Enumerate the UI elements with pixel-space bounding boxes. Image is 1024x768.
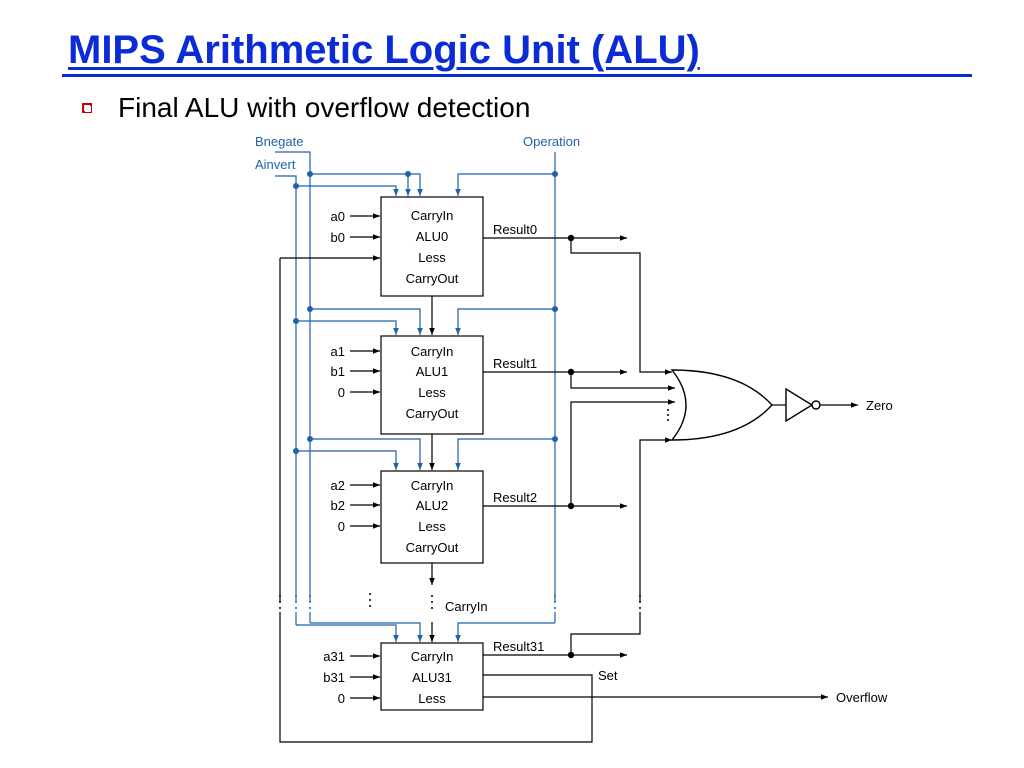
less-label: Less (418, 250, 446, 265)
carryin-label: CarryIn (411, 649, 454, 664)
result-label: Result2 (493, 490, 537, 505)
alu-name: ALU2 (416, 498, 449, 513)
input-a-label: a31 (323, 649, 345, 664)
carryin-label: CarryIn (411, 344, 454, 359)
input-b-label: b1 (331, 364, 345, 379)
input-a-label: a1 (331, 344, 345, 359)
input-b-label: b2 (331, 498, 345, 513)
alu-name: ALU1 (416, 364, 449, 379)
bullet-square-icon (82, 103, 92, 113)
carryin-label: CarryIn (411, 478, 454, 493)
result-junctions (567, 234, 575, 659)
overflow-label: Overflow (836, 690, 888, 705)
not-gate (785, 387, 821, 423)
input-b-label: b31 (323, 670, 345, 685)
input-labels: a0 b0 a1 b1 0 a2 b2 0 a31 b31 0 (323, 209, 345, 706)
less-input-label: 0 (338, 385, 345, 400)
carryout-label: CarryOut (406, 540, 459, 555)
less-label: Less (418, 385, 446, 400)
alu-block: CarryIn ALU0 Less CarryOut (380, 196, 484, 297)
carryout-label: CarryOut (406, 406, 459, 421)
set-label: Set (598, 668, 618, 683)
carry-in-label: CarryIn (445, 599, 488, 614)
result-label: Result0 (493, 222, 537, 237)
control-junctions (293, 171, 558, 454)
zero-label: Zero (866, 398, 893, 413)
carryin-label: CarryIn (411, 208, 454, 223)
input-b-label: b0 (331, 230, 345, 245)
less-input-label: 0 (338, 691, 345, 706)
less-label: Less (418, 691, 446, 706)
alu-block: CarryIn ALU2 Less CarryOut (380, 470, 484, 564)
input-arrows (350, 213, 380, 701)
less-label: Less (418, 519, 446, 534)
title-underline (62, 74, 972, 77)
ainvert-label: Ainvert (255, 157, 296, 172)
control-wires (275, 151, 556, 642)
alu-name: ALU0 (416, 229, 449, 244)
gate-input-dots (667, 409, 669, 421)
result-wires (483, 235, 675, 658)
result-label: Result1 (493, 356, 537, 371)
slide-title: MIPS Arithmetic Logic Unit (ALU) (68, 28, 700, 72)
alu-block: CarryIn ALU1 Less CarryOut (380, 335, 484, 435)
or-gate (670, 369, 773, 441)
result-label: Result31 (493, 639, 544, 654)
alu-block: CarryIn ALU31 Less (380, 642, 484, 711)
bullet-text: Final ALU with overflow detection (118, 92, 531, 123)
carryout-label: CarryOut (406, 271, 459, 286)
input-a-label: a2 (331, 478, 345, 493)
bnegate-label: Bnegate (255, 134, 303, 149)
input-a-label: a0 (331, 209, 345, 224)
set-overflow-wires (279, 255, 828, 743)
alu-name: ALU31 (412, 670, 452, 685)
operation-label: Operation (523, 134, 580, 149)
ellipsis-dots (279, 593, 641, 609)
less-input-label: 0 (338, 519, 345, 534)
result-labels: Result0 Result1 Result2 Result31 (493, 222, 544, 654)
